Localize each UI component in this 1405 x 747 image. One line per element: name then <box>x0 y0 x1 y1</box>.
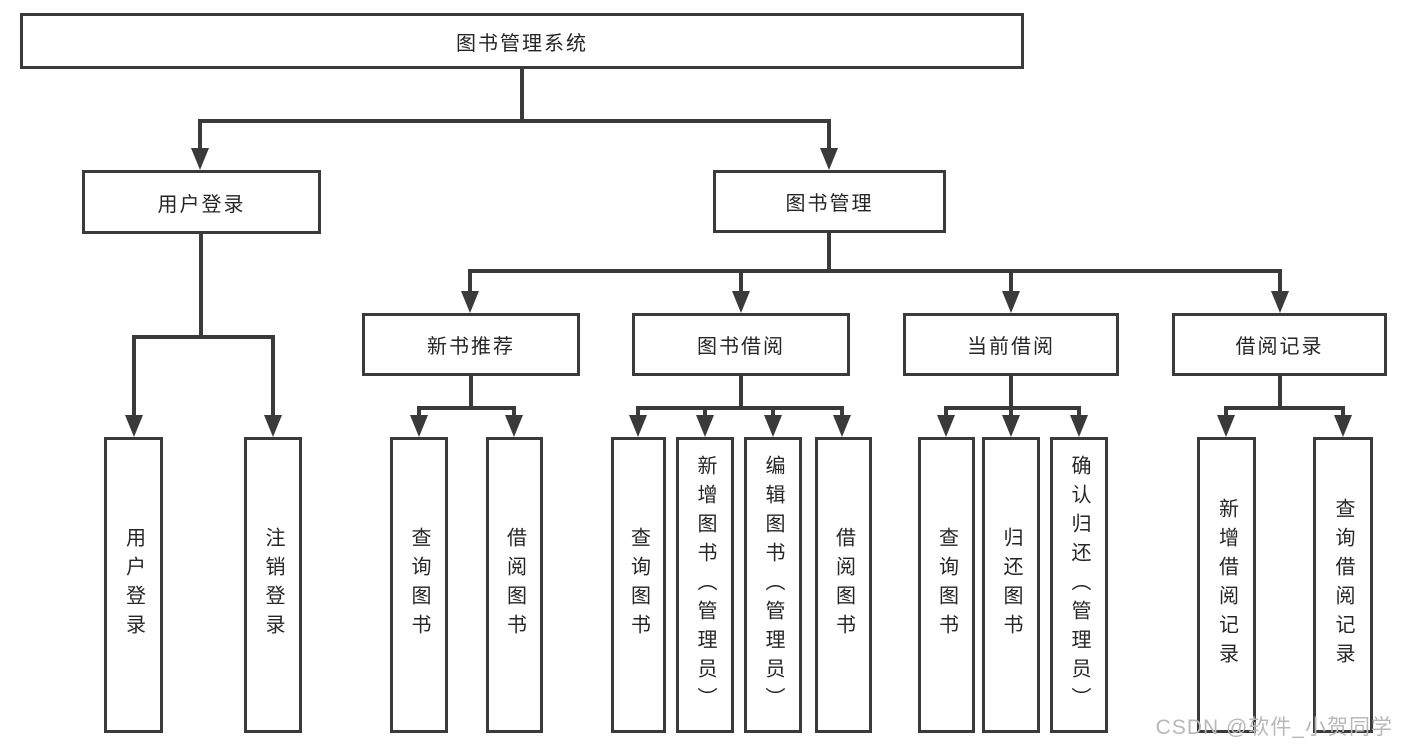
leaf-query-book-3: 查询图书 <box>918 437 975 733</box>
leaf-borrow-book-1: 借阅图书 <box>486 437 543 733</box>
leaf-add-borrow-record: 新增借阅记录 <box>1197 437 1256 733</box>
node-book-borrow: 图书借阅 <box>632 313 850 376</box>
leaf-logout: 注销登录 <box>244 437 302 733</box>
node-current-borrow: 当前借阅 <box>903 313 1119 376</box>
leaf-user-login: 用户登录 <box>104 437 163 733</box>
leaf-borrow-book-2: 借阅图书 <box>815 437 872 733</box>
leaf-query-book-2: 查询图书 <box>611 437 666 733</box>
node-root: 图书管理系统 <box>20 13 1024 69</box>
leaf-query-book-1: 查询图书 <box>390 437 448 733</box>
node-borrow-records: 借阅记录 <box>1172 313 1387 376</box>
leaf-edit-book-admin: 编辑图书（管理员） <box>744 437 802 733</box>
node-book-management: 图书管理 <box>713 170 946 233</box>
leaf-query-borrow-record: 查询借阅记录 <box>1313 437 1373 733</box>
node-new-book-recommend: 新书推荐 <box>362 313 580 376</box>
watermark: CSDN @软件_小贺同学 <box>1155 716 1393 739</box>
node-user-login: 用户登录 <box>82 170 321 234</box>
leaf-add-book-admin: 新增图书（管理员） <box>676 437 734 733</box>
leaf-return-book: 归还图书 <box>982 437 1040 733</box>
leaf-confirm-return-admin: 确认归还（管理员） <box>1050 437 1108 733</box>
